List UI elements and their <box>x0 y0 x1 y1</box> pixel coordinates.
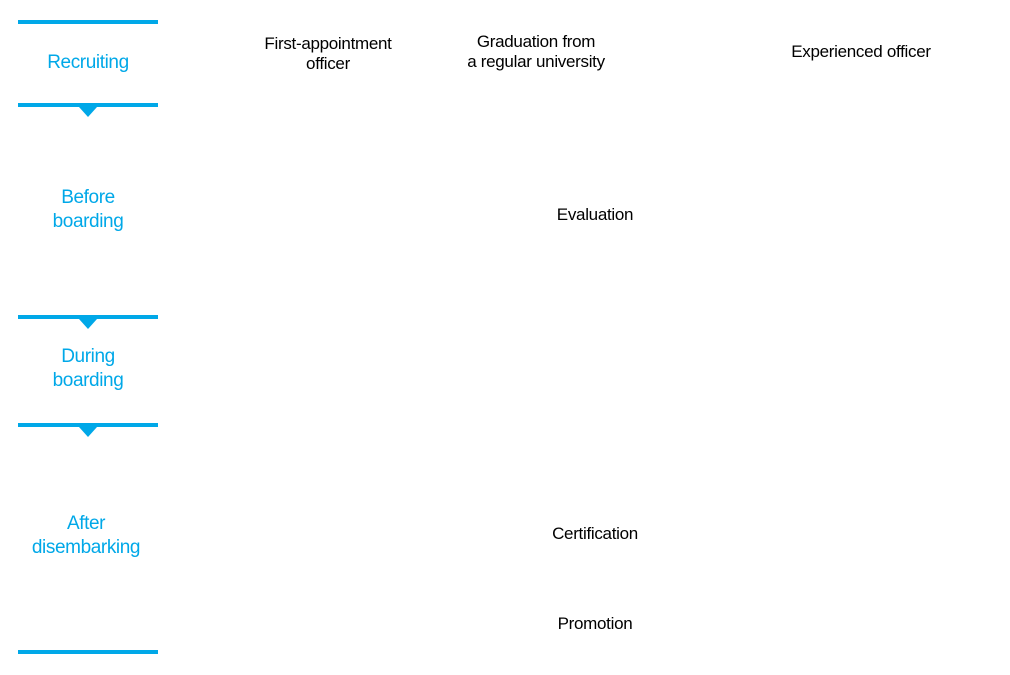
divider-during-after <box>18 423 158 437</box>
divider-recruiting-before <box>18 103 158 117</box>
first-appointment-line-1: First-appointment <box>264 34 392 53</box>
stage-before-boarding-line-2: boarding <box>52 211 124 232</box>
first-appointment-line-2: officer <box>306 54 350 73</box>
graduation-line-2: a regular university <box>467 52 605 71</box>
stage-during-boarding-line-2: boarding <box>52 370 124 391</box>
recruit-type-graduation: Graduation from a regular university <box>446 32 626 72</box>
down-arrow-icon <box>79 319 97 329</box>
step-promotion: Promotion <box>557 614 633 633</box>
stage-after-disembarking-line-1: After <box>66 513 106 534</box>
stage-after-disembarking-line-2: disembarking <box>31 537 141 558</box>
stage-after-disembarking: After disembarking <box>16 512 156 560</box>
down-arrow-icon <box>79 107 97 117</box>
experienced-line-1: Experienced officer <box>791 42 931 61</box>
divider-before-during <box>18 315 158 329</box>
step-evaluation: Evaluation <box>556 205 634 224</box>
stage-during-boarding-line-1: During <box>61 346 115 367</box>
stage-recruiting-label: Recruiting <box>47 52 129 73</box>
step-certification: Certification <box>552 524 638 543</box>
down-arrow-icon <box>79 427 97 437</box>
stage-recruiting: Recruiting <box>18 51 158 75</box>
stage-before-boarding-line-1: Before <box>61 187 115 208</box>
stage-before-boarding: Before boarding <box>18 186 158 234</box>
recruit-type-experienced: Experienced officer <box>771 42 951 62</box>
recruit-type-first-appointment: First-appointment officer <box>248 34 408 74</box>
graduation-line-1: Graduation from <box>476 32 596 51</box>
divider-bottom <box>18 650 158 654</box>
divider-top <box>18 20 158 24</box>
stage-during-boarding: During boarding <box>18 345 158 393</box>
